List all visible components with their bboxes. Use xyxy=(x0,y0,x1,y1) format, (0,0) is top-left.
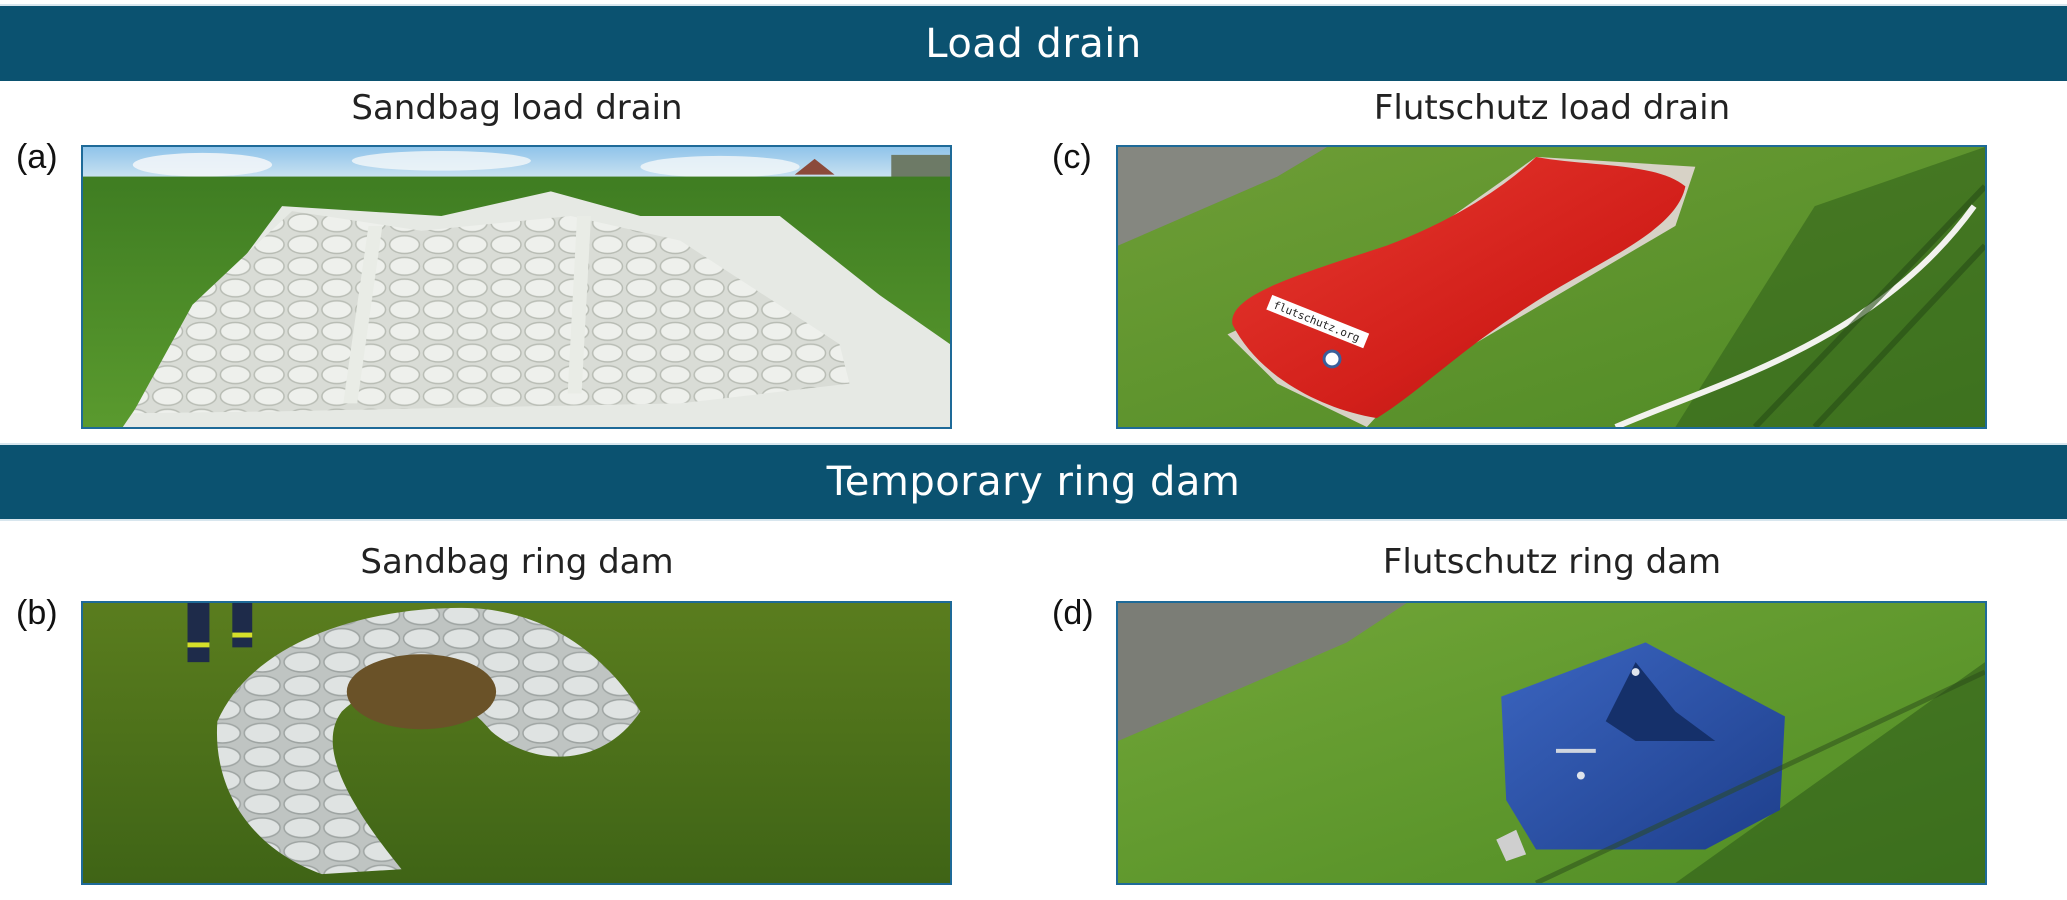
panel-label-d: (d) xyxy=(1052,594,1094,632)
photo-sandbag-load-drain xyxy=(81,145,952,429)
panel-label-b: (b) xyxy=(16,594,58,632)
panel-title-c: Flutschutz load drain xyxy=(1373,88,1731,128)
photo-sandbag-ring-dam xyxy=(81,601,952,885)
panel-title-a: Sandbag load drain xyxy=(351,88,683,128)
section-title: Temporary ring dam xyxy=(826,459,1241,505)
photo-flutschutz-ring-dam xyxy=(1116,601,1987,885)
panel-label-c: (c) xyxy=(1052,138,1092,176)
section-title: Load drain xyxy=(925,20,1142,67)
panel-title-d: Flutschutz ring dam xyxy=(1382,542,1722,582)
section-banner-load-drain: Load drain xyxy=(0,4,2067,81)
panel-title-b: Sandbag ring dam xyxy=(360,542,674,582)
section-banner-ring-dam: Temporary ring dam xyxy=(0,443,2067,521)
panel-label-a: (a) xyxy=(16,138,58,176)
photo-flutschutz-load-drain: flutschutz.org xyxy=(1116,145,1987,429)
